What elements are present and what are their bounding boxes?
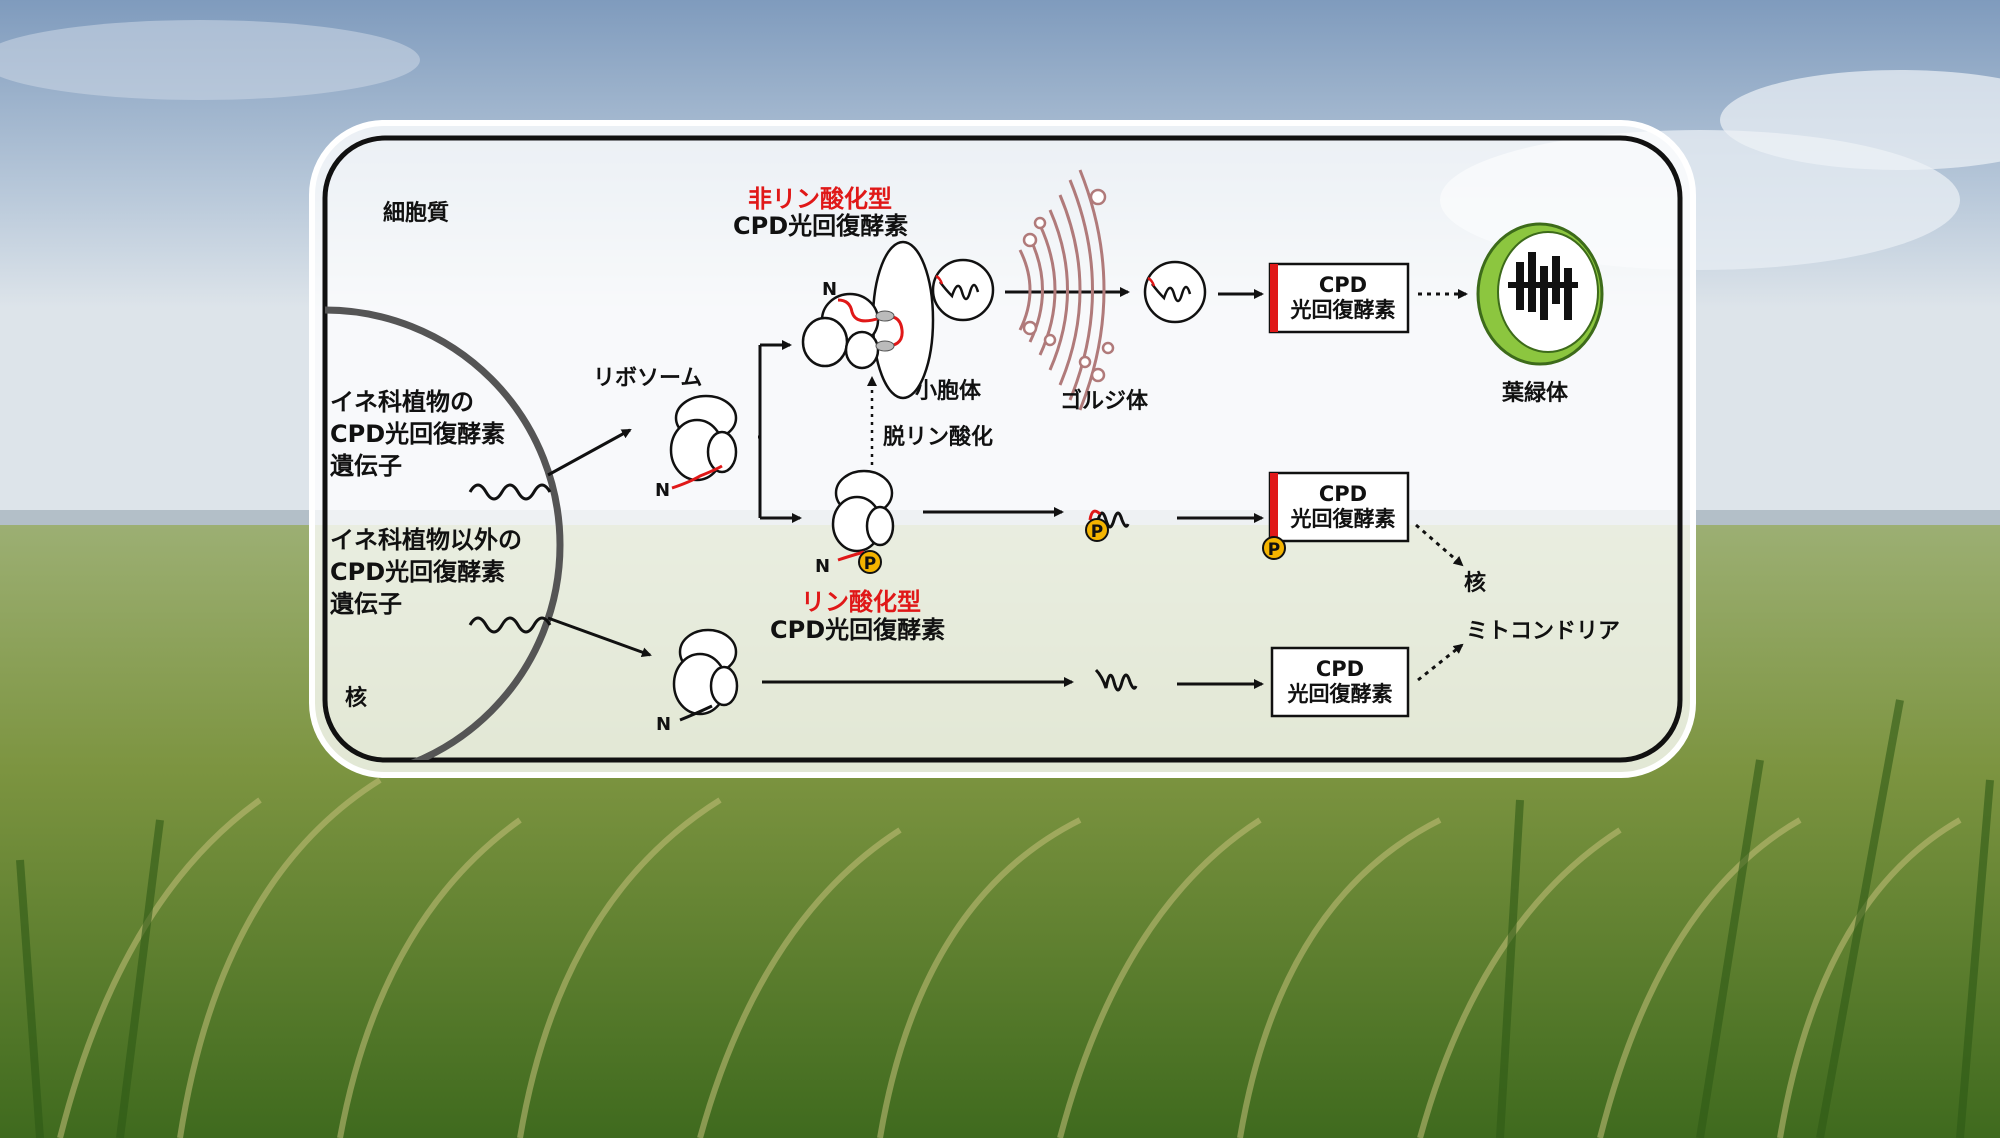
gene-rice-label-line2: CPD光回復酵素 — [330, 420, 505, 448]
gene-other-label-line1: イネ科植物以外の — [330, 526, 522, 554]
mrna-rice — [468, 483, 552, 501]
enzyme-box-2-line2: 光回復酵素 — [1290, 507, 1396, 531]
enzyme-box-phos-red-tag — [1270, 473, 1278, 541]
protein-phos — [1096, 511, 1130, 529]
ribosome-rice — [669, 394, 738, 482]
dephosphorylation-label: 脱リン酸化 — [883, 424, 993, 450]
gene-other-label-line3: 遺伝子 — [330, 590, 402, 618]
n-terminus-label-3: N — [815, 556, 830, 577]
golgi-label: ゴルジ体 — [1060, 388, 1149, 414]
nascent-chain-other — [679, 704, 713, 722]
phosphate-label-1: P — [864, 554, 876, 574]
arrow-rice-to-ribosome — [547, 428, 632, 477]
protein-phos-red — [1088, 509, 1102, 521]
arrow-other-to-ribosome — [547, 616, 652, 657]
mitochondria-label: ミトコンドリア — [1466, 619, 1620, 644]
gene-rice-label-line1: イネ科植物の — [330, 388, 474, 416]
translocon-bottom — [875, 340, 895, 352]
arrow-to-nucleus — [1415, 523, 1464, 567]
er-label: 小胞体 — [915, 378, 982, 404]
branch-line — [758, 345, 762, 518]
golgi-vesicles — [1022, 188, 1115, 383]
chloroplast-label: 葉緑体 — [1501, 380, 1569, 406]
cytoplasm-label: 細胞質 — [383, 200, 449, 226]
enzyme-box-1-line1: CPD — [1319, 273, 1367, 297]
n-terminus-label-2: N — [822, 279, 837, 300]
protein-in-vesicle-2 — [1151, 283, 1192, 303]
mrna-other — [468, 616, 552, 634]
phosphate-badge-2 — [1085, 518, 1109, 542]
enzyme-box-other — [1270, 646, 1410, 718]
protein-in-vesicle-2-red — [1147, 276, 1156, 287]
enzyme-box-nonphos-red-tag — [1270, 264, 1278, 332]
phosphate-badge-1 — [858, 550, 882, 574]
nonphosphorylated-label: 非リン酸化型 — [748, 185, 892, 213]
protein-in-vesicle-1 — [939, 281, 980, 301]
cell-boundary — [322, 135, 1683, 763]
enzyme-box-2-line1: CPD — [1319, 482, 1367, 506]
chloroplast-icon — [1476, 222, 1604, 366]
vesicle-er — [931, 258, 995, 322]
vesicle-post-golgi — [1143, 260, 1207, 324]
enzyme-box-1-line2: 光回復酵素 — [1290, 298, 1396, 322]
nonphosphorylated-enzyme-label: CPD光回復酵素 — [733, 212, 908, 240]
gene-rice-label-line3: 遺伝子 — [330, 452, 402, 480]
nucleus-destination-label: 核 — [1464, 570, 1486, 596]
ribosome-other — [672, 628, 739, 716]
phosphate-badge-3 — [1262, 536, 1286, 560]
nucleus-label: 核 — [345, 685, 367, 711]
nascent-chain-rice — [671, 464, 723, 490]
protein-other — [1094, 668, 1138, 692]
enzyme-box-nonphos — [1268, 262, 1410, 334]
enzyme-box-phos — [1268, 471, 1410, 543]
n-terminus-label-4: N — [656, 714, 671, 735]
enzyme-box-3-line2: 光回復酵素 — [1287, 682, 1393, 706]
ribosome-at-er — [801, 292, 880, 370]
translocon-top — [875, 310, 895, 322]
nascent-chain-phos — [837, 550, 865, 562]
gene-other-label-line2: CPD光回復酵素 — [330, 558, 505, 586]
protein-in-vesicle-1-red — [935, 274, 944, 285]
n-terminus-label-1: N — [655, 480, 670, 501]
phosphorylated-enzyme-label: CPD光回復酵素 — [770, 616, 945, 644]
phosphate-label-2: P — [1091, 522, 1103, 542]
ribosome-phos — [831, 469, 895, 553]
enzyme-box-3-line1: CPD — [1316, 657, 1364, 681]
arrow-to-mitochondria — [1417, 643, 1464, 682]
nucleus-membrane — [325, 306, 564, 760]
phosphate-label-3: P — [1268, 540, 1280, 560]
phosphorylated-label: リン酸化型 — [801, 588, 921, 616]
ribosome-label: リボソーム — [593, 366, 702, 391]
